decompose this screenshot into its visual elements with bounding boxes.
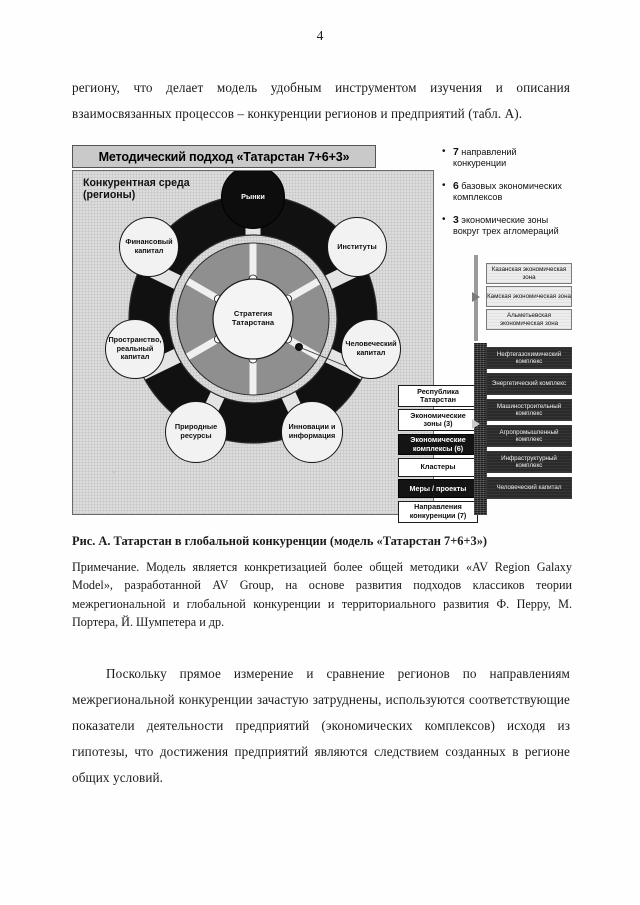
economic-zone-almetyevsk[interactable]: Альметьевская экономическая зона — [486, 309, 572, 330]
figure-title-bar: Методический подход «Татарстан 7+6+3» — [72, 145, 376, 168]
competitive-environment-panel: Конкурентная среда (регионы) — [72, 170, 434, 515]
figure-bullet-list: 7 направлений конкуренции 6 базовых экон… — [440, 146, 572, 248]
figure-title: Методический подход «Татарстан 7+6+3» — [98, 149, 350, 164]
bullet-zones: 3 экономические зоны вокруг трех агломер… — [440, 214, 572, 238]
economic-complexes-group: Нефтегазохимический комплекс Энергетичес… — [486, 347, 572, 503]
wheel-node-institutions[interactable]: Институты — [327, 217, 387, 277]
legend-item-republic[interactable]: Республика Татарстан — [398, 385, 478, 407]
bullet-complexes: 6 базовых экономических комплексов — [440, 180, 572, 204]
wheel-node-space-real-capital[interactable]: Пространство, реальный капитал — [105, 319, 165, 379]
legend-item-competition-directions[interactable]: Направления конкуренции (7) — [398, 500, 478, 523]
figure-legend: Республика Татарстан Экономические зоны … — [398, 385, 478, 525]
wheel-node-natural-resources[interactable]: Природные ресурсы — [165, 401, 227, 463]
paragraph-bottom: Поскольку прямое измерение и сравнение р… — [72, 666, 570, 786]
wheel-node-human-capital[interactable]: Человеческий капитал — [341, 319, 401, 379]
figure-caption: Рис. А. Татарстан в глобальной конкуренц… — [72, 534, 488, 548]
legend-item-measures-projects[interactable]: Меры / проекты — [398, 479, 478, 499]
complexes-arrow-icon — [472, 419, 480, 429]
bullet-text-3: экономические зоны вокруг трех агломерац… — [453, 214, 559, 237]
figure-tatarstan-model: Методический подход «Татарстан 7+6+3» Ко… — [68, 145, 572, 523]
galaxy-wheel: Стратегия Татарстана Рынки Институты Чел… — [103, 171, 403, 469]
economic-zone-kazan[interactable]: Казанская экономическая зона — [486, 263, 572, 284]
scan-artifact — [363, 211, 365, 213]
bullet-number-3: 3 — [453, 214, 459, 226]
economic-complex-infrastructure[interactable]: Инфраструктурный комплекс — [486, 451, 572, 473]
economic-complex-petrochemical[interactable]: Нефтегазохимический комплекс — [486, 347, 572, 369]
zones-arrow-icon — [472, 292, 480, 302]
legend-item-economic-zones[interactable]: Экономические зоны (3) — [398, 409, 478, 432]
legend-item-economic-complexes[interactable]: Экономические комплексы (6) — [398, 433, 478, 456]
bullet-text-7: направлений конкуренции — [453, 147, 517, 169]
bullet-text-6: базовых экономических комплексов — [453, 180, 562, 203]
environment-label: Конкурентная среда (регионы) — [83, 177, 190, 201]
complexes-rail — [474, 343, 487, 515]
figure-note: Примечание. Модель является конкретизаци… — [72, 560, 572, 630]
economic-complex-machinery[interactable]: Машиностроительный комплекс — [486, 399, 572, 421]
economic-zone-kama[interactable]: Камская экономическая зона — [486, 286, 572, 307]
legend-item-clusters[interactable]: Кластеры — [398, 457, 478, 477]
wheel-node-innovation[interactable]: Инновации и информация — [281, 401, 343, 463]
bullet-directions: 7 направлений конкуренции — [440, 146, 572, 170]
economic-zones-group: Казанская экономическая зона Камская эко… — [486, 263, 572, 332]
economic-complex-agro[interactable]: Агропромышленный комплекс — [486, 425, 572, 447]
wheel-center-label: Стратегия Татарстана — [231, 309, 275, 327]
bullet-number-7: 7 — [453, 147, 459, 158]
wheel-node-financial-capital[interactable]: Финансовый капитал — [119, 217, 179, 277]
page-number: 4 — [316, 28, 324, 43]
economic-complex-human-capital[interactable]: Человеческий капитал — [486, 477, 572, 499]
paragraph-top: региону, что делает модель удобным инстр… — [72, 80, 570, 122]
economic-complex-energy[interactable]: Энергетический комплекс — [486, 373, 572, 395]
bullet-number-6: 6 — [453, 180, 459, 192]
scan-artifact — [113, 471, 115, 473]
wheel-node-markets[interactable]: Рынки — [221, 171, 285, 229]
